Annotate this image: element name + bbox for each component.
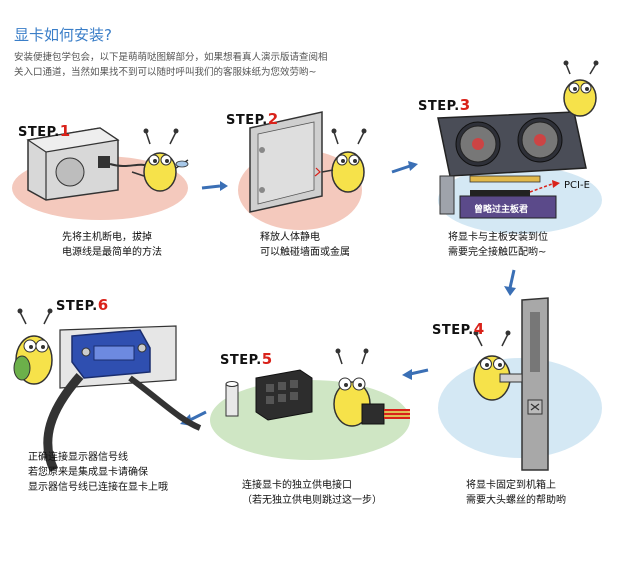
step-4-prefix: STEP. xyxy=(432,323,474,338)
step-6-label: STEP.6 xyxy=(56,296,109,314)
step-6-caption-line-2: 若您原来是集成显卡请确保 xyxy=(28,467,148,478)
step-3-label: STEP.3 xyxy=(418,96,471,114)
intro-text: 安装便捷包学包会，以下是萌萌哒图解部分，如果想看真人演示版请查阅相 关入口通道，… xyxy=(14,50,414,80)
step-1-caption-line-2: 电源线是最简单的方法 xyxy=(62,247,162,258)
step-3-caption-line-2: 需要完全接触匹配哟~ xyxy=(448,247,547,258)
motherboard-label: 曾略过主板君 xyxy=(474,205,529,215)
arrow-3-4 xyxy=(508,269,516,289)
step-2-caption-line-1: 释放人体静电 xyxy=(260,232,320,243)
step-6-caption-line-3: 显示器信号线已连接在显卡上哦 xyxy=(28,482,168,493)
arrow-1-2 xyxy=(201,184,221,190)
step-5-prefix: STEP. xyxy=(220,353,262,368)
step-2-number: 2 xyxy=(267,110,279,128)
step-1-number: 1 xyxy=(59,122,71,140)
step-4-caption-line-1: 将显卡固定到机箱上 xyxy=(466,480,556,491)
step-4-caption-line-2: 需要大头螺丝的帮助哟 xyxy=(466,495,566,506)
step-4-label: STEP.4 xyxy=(432,320,485,338)
step2-illustration xyxy=(238,111,367,230)
step-6-caption-line-1: 正确连接显示器信号线 xyxy=(28,452,128,463)
step-3-caption-line-1: 将显卡与主板安装到位 xyxy=(448,232,548,243)
step3-illustration xyxy=(437,60,602,234)
step1-illustration xyxy=(12,127,189,220)
pcie-label: PCI-E xyxy=(564,180,590,191)
step6-illustration xyxy=(13,308,202,472)
intro-line-1: 安装便捷包学包会，以下是萌萌哒图解部分，如果想看真人演示版请查阅相 xyxy=(14,52,328,63)
step-5-caption: 连接显卡的独立供电接口 （若无独立供电则跳过这一步） xyxy=(242,478,382,508)
step-6-prefix: STEP. xyxy=(56,299,98,314)
step-3-prefix: STEP. xyxy=(418,99,460,114)
arrow-4-5 xyxy=(409,368,429,376)
intro-line-2: 关入口通道，当然如果找不到可以随时呼叫我们的客服妹纸为您效劳哟~ xyxy=(14,67,317,78)
step-5-label: STEP.5 xyxy=(220,350,273,368)
step-1-caption-line-1: 先将主机断电，拔掉 xyxy=(62,232,152,243)
step4-illustration xyxy=(438,297,602,471)
step-2-prefix: STEP. xyxy=(226,113,268,128)
step-4-number: 4 xyxy=(473,320,485,338)
step-3-number: 3 xyxy=(459,96,471,114)
step-6-number: 6 xyxy=(97,296,109,314)
step-1-label: STEP.1 xyxy=(18,122,71,140)
step-2-caption-line-2: 可以触碰墙面或金属 xyxy=(260,247,350,258)
page-title: 显卡如何安装? xyxy=(14,26,112,44)
arrow-2-3 xyxy=(391,164,411,174)
step-1-prefix: STEP. xyxy=(18,125,60,140)
arrow-5-6 xyxy=(189,410,207,422)
step-5-caption-line-1: 连接显卡的独立供电接口 xyxy=(242,480,352,491)
step-1-caption: 先将主机断电，拔掉 电源线是最简单的方法 xyxy=(62,230,162,260)
step5-illustration xyxy=(210,348,410,460)
step-5-caption-line-2: （若无独立供电则跳过这一步） xyxy=(242,495,382,506)
step-4-caption: 将显卡固定到机箱上 需要大头螺丝的帮助哟 xyxy=(466,478,566,508)
step-5-number: 5 xyxy=(261,350,273,368)
step-2-label: STEP.2 xyxy=(226,110,279,128)
step-6-caption: 正确连接显示器信号线 若您原来是集成显卡请确保 显示器信号线已连接在显卡上哦 xyxy=(28,450,168,495)
step-3-caption: 将显卡与主板安装到位 需要完全接触匹配哟~ xyxy=(448,230,548,260)
step-2-caption: 释放人体静电 可以触碰墙面或金属 xyxy=(260,230,350,260)
